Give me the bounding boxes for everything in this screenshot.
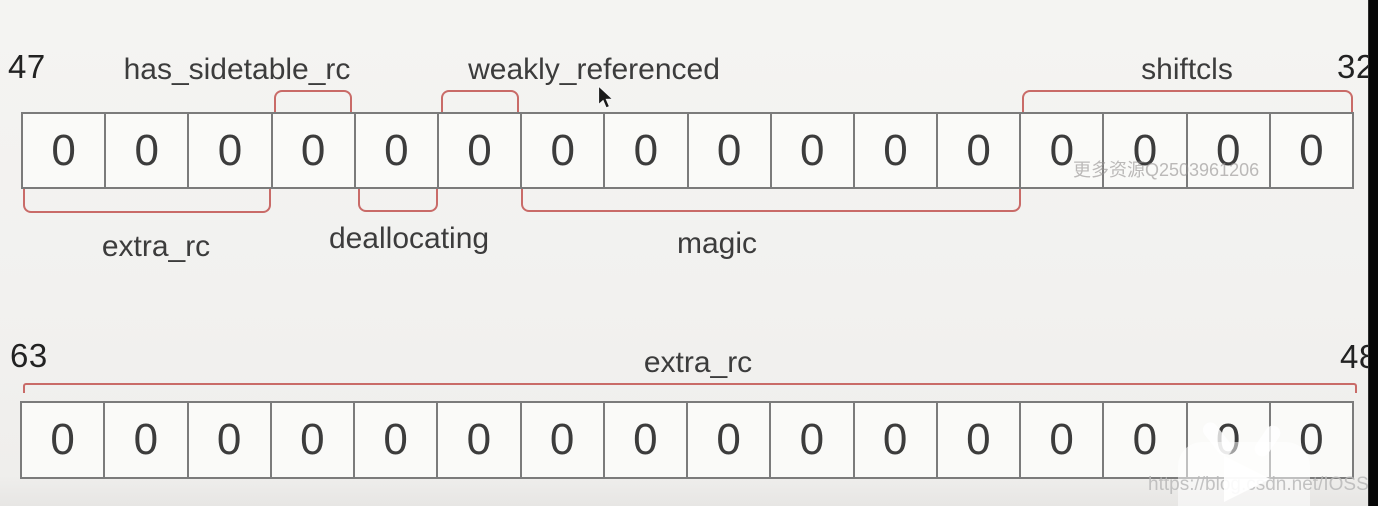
bit-cell: 0: [50, 415, 75, 464]
right-edge-black-bar: [1368, 0, 1378, 506]
label-extra-rc-low: extra_rc: [101, 230, 211, 263]
bit-cell: 0: [1185, 114, 1269, 187]
bit-cell: 0: [603, 114, 686, 187]
bit-number-47: 47: [8, 48, 46, 85]
bit-row-63-48: 0 0 0 0 0 0 0 0 0 0 0 0 0 0 0 0: [20, 401, 1354, 479]
bit-cell: 0: [187, 114, 270, 187]
bracket-deallocating: [358, 189, 438, 212]
bit-cell: 0: [686, 403, 769, 477]
label-has-sidetable-rc: has_sidetable_rc: [123, 53, 351, 86]
bracket-extra-rc-high: [23, 383, 1357, 393]
bit-cell: 0: [51, 125, 76, 175]
bit-cell: 0: [852, 114, 936, 187]
bit-cell: 0: [936, 114, 1019, 187]
bit-cell: 0: [852, 403, 936, 477]
mouse-cursor-icon: [597, 84, 616, 115]
bit-cell: 0: [436, 403, 519, 477]
label-extra-rc-high: extra_rc: [643, 346, 753, 379]
bit-cell: 0: [436, 114, 520, 187]
bracket-magic: [521, 189, 1021, 212]
label-weakly-referenced: weakly_referenced: [468, 53, 720, 86]
bit-cell: 0: [769, 114, 853, 187]
play-icon[interactable]: [1224, 456, 1270, 502]
bit-cell: 0: [353, 403, 436, 477]
bit-cell: 0: [686, 114, 770, 187]
bit-cell: 0: [602, 403, 686, 477]
bit-row-47-32: 0 0 0 0 0 0 0 0 0 0 0 0 0 0 0 0: [21, 112, 1354, 189]
bit-cell: 0: [935, 403, 1019, 477]
bit-cell: 0: [1019, 114, 1102, 187]
label-deallocating: deallocating: [328, 222, 490, 255]
bracket-extra-rc-low: [23, 189, 271, 213]
bit-cell: 0: [270, 114, 354, 187]
bit-cell: 0: [103, 403, 186, 477]
bit-cell: 0: [186, 403, 270, 477]
bit-cell: 0: [269, 403, 353, 477]
bit-cell: 0: [1019, 403, 1102, 477]
bit-cell: 0: [769, 403, 852, 477]
bit-cell: 0: [520, 114, 603, 187]
bracket-weakly-referenced: [441, 90, 519, 114]
bit-cell: 0: [519, 403, 603, 477]
bracket-has-sidetable-rc: [274, 90, 352, 114]
bit-cell: 0: [1268, 114, 1352, 187]
label-magic: magic: [676, 227, 758, 260]
bit-cell: 0: [104, 114, 187, 187]
bracket-shiftcls: [1022, 90, 1353, 114]
watermark-qq: 更多资源Q2503961206: [1073, 160, 1260, 180]
bit-cell: 0: [1102, 403, 1185, 477]
bit-cell: 0: [1102, 114, 1185, 187]
label-shiftcls: shiftcls: [1141, 53, 1233, 86]
bit-number-63: 63: [10, 337, 48, 374]
bit-cell: 0: [353, 114, 437, 187]
